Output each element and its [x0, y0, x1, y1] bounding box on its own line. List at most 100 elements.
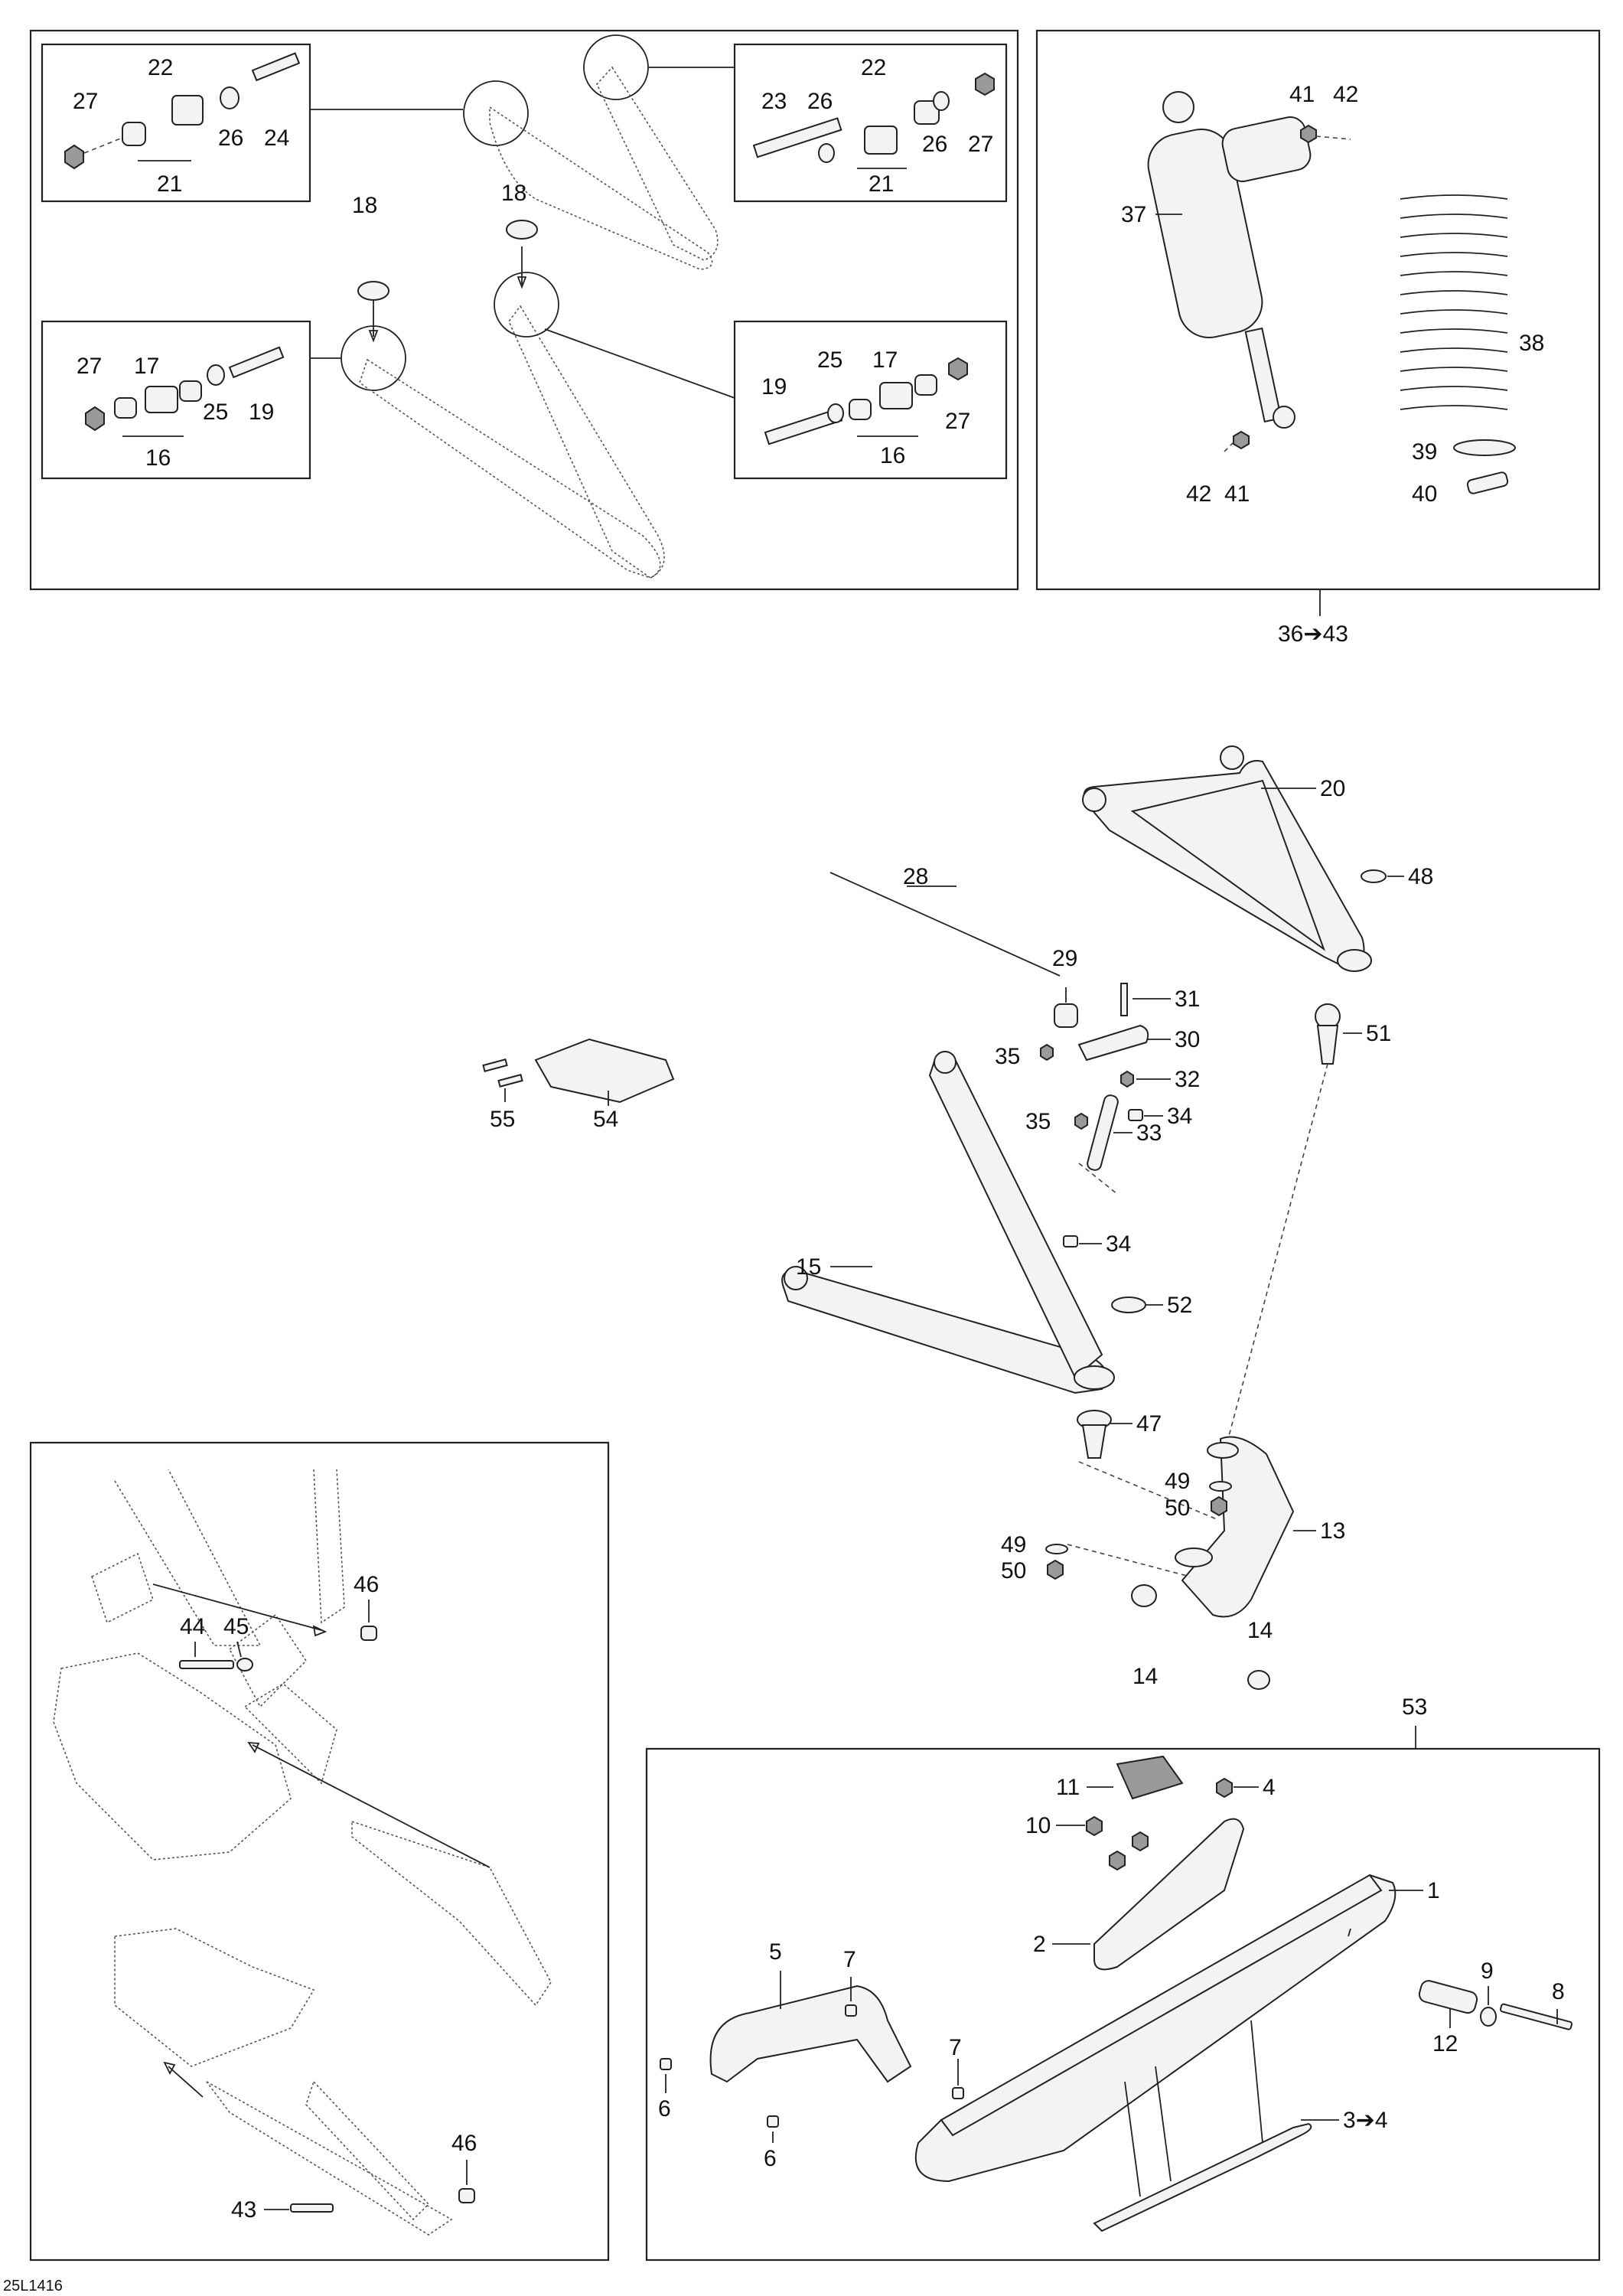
inset-ur-parts: [752, 72, 995, 169]
nut-32: [1120, 1070, 1134, 1088]
bolt-43: [290, 2203, 334, 2213]
callout-6: 6: [764, 2146, 777, 2171]
nut-50-b: [1047, 1559, 1064, 1580]
callout-30: 30: [1175, 1027, 1200, 1052]
shock-panel: 37 41 42 38 39 40 42 41 36➔43: [1035, 29, 1601, 647]
nut-10: [1086, 1815, 1103, 1837]
callout-17: 17: [134, 354, 159, 379]
callout-49: 49: [1165, 1469, 1190, 1494]
inset-lr-parts: [764, 357, 968, 445]
callout-25: 25: [203, 400, 228, 425]
washer-18-upper: [506, 220, 538, 240]
callout-18: 18: [501, 181, 526, 206]
washer-49-a: [1209, 1481, 1232, 1492]
washer-18-lower: [357, 281, 389, 301]
nut-46-top: [360, 1626, 377, 1641]
spindle-13: [1175, 1436, 1295, 1618]
bolt-34-b: [1063, 1235, 1078, 1247]
callout-54: 54: [593, 1107, 618, 1132]
callout-26: 26: [922, 132, 947, 157]
callout-50: 50: [1165, 1495, 1190, 1521]
callout-7: 7: [949, 2035, 962, 2060]
callout-32: 32: [1175, 1067, 1200, 1092]
lower-a-arm-ghost: [310, 246, 735, 579]
callout-53: 53: [1402, 1694, 1427, 1720]
callout-2: 2: [1033, 1932, 1046, 1957]
callout-22: 22: [148, 55, 173, 80]
group-label-36-43: 36➔43: [1278, 621, 1348, 647]
callout-20: 20: [1320, 776, 1345, 801]
callout-25: 25: [817, 347, 842, 373]
callout-16: 16: [880, 443, 905, 468]
callout-42: 42: [1333, 82, 1358, 107]
callout-45: 45: [223, 1614, 249, 1639]
nut-41-top: [1300, 124, 1317, 144]
callout-16: 16: [145, 445, 171, 471]
washer-45: [236, 1658, 253, 1671]
callout-41: 41: [1224, 481, 1250, 507]
ball-joint-47: [1077, 1410, 1112, 1459]
callout-28: 28: [903, 864, 928, 889]
shock-absorber-37: [1147, 91, 1312, 429]
callout-18: 18: [352, 193, 377, 218]
reference-code: 25L1416: [3, 2278, 63, 2294]
nut-50-a: [1211, 1495, 1227, 1517]
callout-37: 37: [1121, 202, 1146, 227]
spring-seat-39: [1453, 439, 1516, 456]
callout-21: 21: [869, 171, 894, 197]
callout-47: 47: [1136, 1411, 1162, 1437]
callout-35: 35: [1025, 1109, 1051, 1134]
inset-upper-left: [41, 43, 311, 203]
ski-handle-5: [709, 1985, 912, 2083]
sway-arm-30: [1077, 1024, 1149, 1062]
nut-35-b: [1074, 1112, 1088, 1130]
callout-38: 38: [1519, 331, 1544, 356]
washer-49-b: [1045, 1544, 1068, 1554]
callout-48: 48: [1408, 864, 1433, 889]
ski-leg-2: [1093, 1818, 1245, 1971]
callout-15: 15: [796, 1254, 821, 1280]
callout-50: 50: [1001, 1558, 1026, 1583]
callout-22: 22: [861, 55, 886, 80]
callout-52: 52: [1167, 1293, 1192, 1318]
callout-27: 27: [73, 89, 98, 114]
callout-17: 17: [872, 347, 898, 373]
callout-21: 21: [157, 171, 182, 197]
link-33: [1087, 1094, 1119, 1171]
bolt-34-a: [1128, 1109, 1143, 1121]
callout-27: 27: [945, 409, 970, 434]
sway-bar-28: [829, 872, 1061, 977]
callout-46: 46: [354, 1572, 379, 1597]
spring-38: [1400, 194, 1508, 410]
pad-11: [1116, 1755, 1184, 1800]
bolt-7-b: [952, 2087, 964, 2099]
ball-joint-51: [1315, 1003, 1341, 1065]
callout-19: 19: [249, 400, 274, 425]
callout-34: 34: [1106, 1231, 1131, 1257]
callout-46: 46: [451, 2131, 477, 2156]
washer-9: [1480, 2007, 1497, 2027]
callout-11: 11: [1056, 1775, 1080, 1800]
bolt-31: [1120, 983, 1128, 1016]
lower-a-arm-15: [781, 1051, 1115, 1394]
nut-10-b: [1132, 1831, 1149, 1852]
bushing-14-b: [1247, 1670, 1270, 1690]
bolt-6-a: [660, 2058, 672, 2070]
bolt-8: [1499, 2003, 1572, 2030]
inset-upper-right: [733, 43, 1008, 203]
callout-33: 33: [1136, 1120, 1162, 1146]
bushing-12: [1418, 1980, 1478, 2014]
spring-clip-40: [1466, 471, 1509, 494]
callout-26: 26: [807, 89, 833, 114]
callout-12: 12: [1432, 2031, 1458, 2056]
callout-13: 13: [1320, 1518, 1345, 1544]
callout-42: 42: [1186, 481, 1211, 507]
bushing-29: [1054, 1003, 1078, 1028]
frame-install-panel: 44 45 46 46 43: [29, 1441, 610, 2262]
callout-14: 14: [1247, 1618, 1273, 1643]
runner-3-4: [1093, 2122, 1312, 2232]
callout-14: 14: [1133, 1664, 1158, 1689]
bushing-14-a: [1131, 1584, 1157, 1607]
bolt-44: [179, 1660, 234, 1669]
nut-46-bottom: [458, 2188, 475, 2203]
